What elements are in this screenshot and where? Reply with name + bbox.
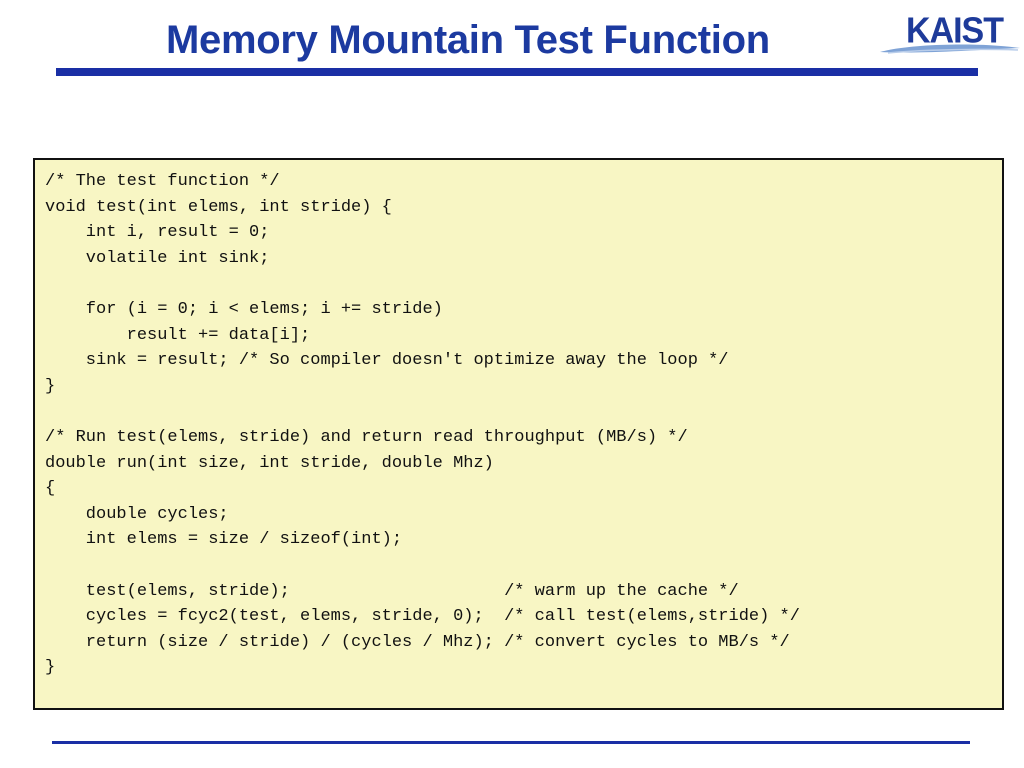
title-underline-rule	[56, 68, 978, 76]
slide-title: Memory Mountain Test Function	[166, 18, 770, 62]
code-line: }	[45, 376, 56, 396]
code-line: int i, result = 0;	[45, 223, 270, 243]
code-line: double cycles;	[45, 504, 229, 524]
code-line	[45, 271, 800, 297]
code-line: for (i = 0; i < elems; i += stride)	[45, 299, 443, 319]
code-line	[45, 553, 800, 579]
footer-rule	[52, 741, 970, 744]
code-line: /* The test function */	[45, 172, 280, 191]
kaist-logo: KAIST	[878, 10, 1022, 58]
code-line: int elems = size / sizeof(int);	[45, 530, 403, 550]
code-line: cycles = fcyc2(test, elems, stride, 0); …	[45, 607, 800, 627]
code-line: test(elems, stride); /* warm up the cach…	[45, 581, 739, 601]
code-line: }	[45, 658, 56, 678]
code-line	[45, 399, 800, 425]
code-line: /* Run test(elems, stride) and return re…	[45, 427, 688, 447]
code-line: void test(int elems, int stride) {	[45, 197, 392, 217]
kaist-logo-text: KAIST	[906, 11, 1004, 51]
code-line: volatile int sink;	[45, 248, 270, 268]
code-line: result += data[i];	[45, 325, 311, 345]
code-listing: /* The test function */ void test(int ele…	[45, 169, 800, 681]
code-line: double run(int size, int stride, double …	[45, 453, 494, 473]
code-box: /* The test function */ void test(int ele…	[33, 158, 1004, 710]
code-line: sink = result; /* So compiler doesn't op…	[45, 351, 729, 371]
code-line: {	[45, 479, 56, 499]
logo-swoosh-icon	[880, 44, 1020, 54]
code-line: return (size / stride) / (cycles / Mhz);…	[45, 632, 790, 652]
